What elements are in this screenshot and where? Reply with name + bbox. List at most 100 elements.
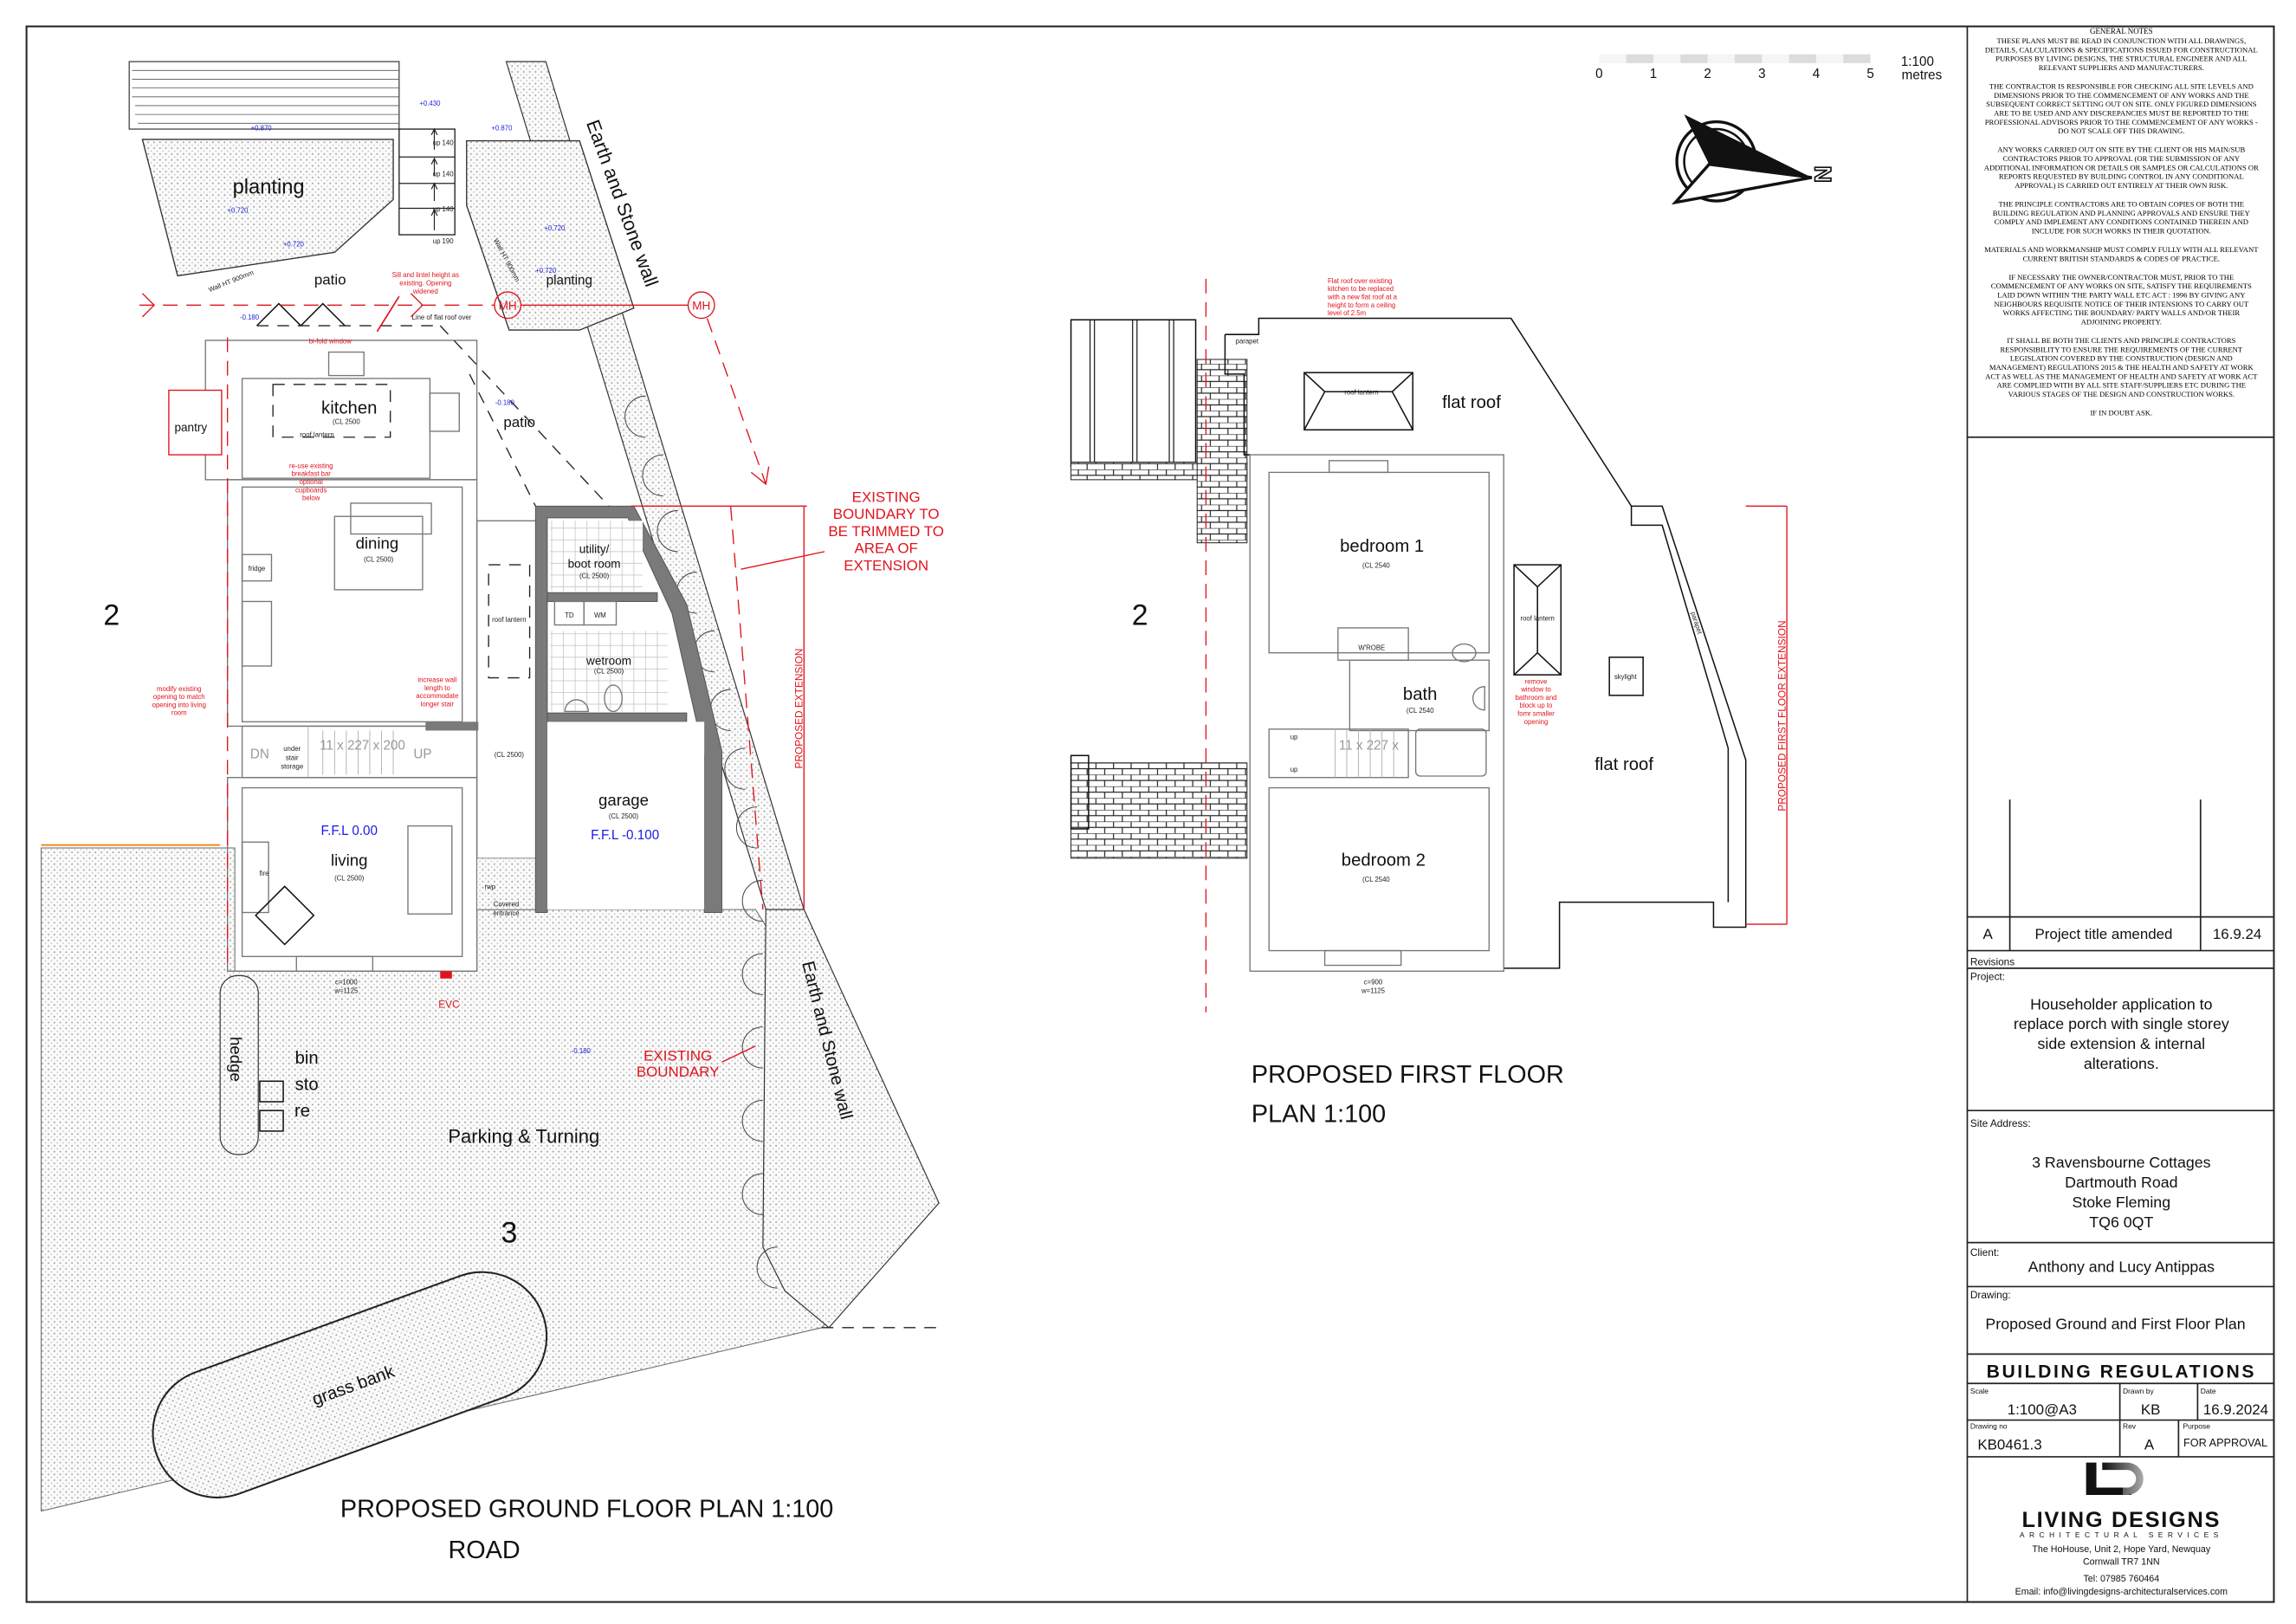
planting-bed-left <box>141 139 394 277</box>
text-line: existing. Opening <box>399 279 451 287</box>
hob-icon <box>429 392 460 432</box>
note-line: DO NOT SCALE OFF THIS DRAWING. <box>2058 126 2184 135</box>
note-line: THE PRINCIPLE CONTRACTORS ARE TO OBTAIN … <box>1999 199 2245 208</box>
drawing-no-label: Drawing no <box>1970 1422 2008 1431</box>
room-label-utility: utility/ <box>579 543 610 556</box>
evc-point <box>440 971 452 979</box>
title-block: GENERAL NOTES THESE PLANS MUST BE READ I… <box>1967 27 2274 1597</box>
project-label: Project: <box>1970 970 2005 982</box>
text-line: AREA OF <box>854 540 917 557</box>
scale-segment <box>1843 54 1871 63</box>
client-label: Client: <box>1970 1246 2000 1258</box>
bath-tub-icon <box>1414 728 1487 777</box>
proposed-extension-label: PROPOSED EXTENSION <box>793 649 805 769</box>
kitchen-inner <box>241 378 431 479</box>
room-label-flat-roof: flat roof <box>1442 393 1501 412</box>
breakfast-bar <box>350 502 432 535</box>
note-line: THE CONTRACTOR IS RESPONSIBLE FOR CHECKI… <box>1989 81 2254 90</box>
bathroom <box>1348 659 1490 732</box>
sheet-border <box>25 25 2275 1603</box>
note-line: DIMENSIONS PRIOR TO THE COMMENCEMENT OF … <box>1994 91 2249 100</box>
text-line: Flat roof over existing <box>1328 277 1392 285</box>
text-line: increase wall <box>417 676 456 684</box>
skylight-label: skylight <box>1614 673 1638 681</box>
flat-roof-outline <box>1225 317 1747 969</box>
washing-machine <box>583 600 618 626</box>
date-label: Date <box>2201 1387 2216 1395</box>
text-line: EXISTING <box>644 1048 712 1064</box>
ground-floor-plan: planting planting patio patio kitchen (C… <box>41 61 944 1564</box>
note-line: LAID DOWN WITHIN 'THE PARTY WALL ETC ACT… <box>1997 290 2246 299</box>
site-address-label: Site Address: <box>1970 1117 2031 1129</box>
note-line: ADDITIONAL INFORMATION OR DETAILS OR SAM… <box>1984 163 2259 171</box>
flat-roof-line <box>439 325 610 507</box>
text-line: breakfast bar <box>291 470 331 478</box>
text-line: The HoHouse, Unit 2, Hope Yard, Newquay <box>2032 1544 2210 1555</box>
parking-label: Parking & Turning <box>448 1125 599 1147</box>
covered-entrance <box>476 857 536 910</box>
note-line: IF NECESSARY THE OWNER/CONTRACTOR MUST, … <box>2008 273 2234 281</box>
scale-label: Scale <box>1970 1387 1989 1395</box>
ceiling-level: (CL 2500) <box>609 812 639 820</box>
window-size-label: w=1125 <box>1361 987 1385 995</box>
rev-label: Rev <box>2123 1422 2137 1431</box>
level-label: +0.870 <box>251 125 273 133</box>
drawing-no-value: KB0461.3 <box>1977 1436 2041 1453</box>
level-label: -0.180 <box>495 398 515 406</box>
parapet-label: parapet <box>1236 337 1259 345</box>
stair-treads <box>307 726 394 778</box>
first-floor-plan: flat roof flat roof bedroom 1 (CL 2540 b… <box>1070 277 1788 1129</box>
north-arrow-icon: N <box>1671 114 1837 205</box>
scale-tick-label: 1 <box>1650 67 1657 81</box>
text-line: height to form a ceiling <box>1328 301 1395 309</box>
scale-tick-label: 4 <box>1813 67 1821 81</box>
note-line: CONTRACTORS PRIOR TO APPROVAL (OR THE SU… <box>2003 154 2241 163</box>
note-line: PROFESSIONAL ADVISORS PRIOR TO THE COMME… <box>1985 118 2258 126</box>
step-label: up 140 <box>433 205 454 213</box>
wetroom-tiles <box>550 631 668 712</box>
ground-floor-plan-title: PROPOSED GROUND FLOOR PLAN 1:100 <box>340 1495 833 1523</box>
revision-description: Project title amended <box>2035 926 2173 942</box>
text-line: cupboards <box>295 486 327 494</box>
note-line: PURPOSES BY LIVING DESIGNS, THE STRUCTUR… <box>1995 55 2247 63</box>
covered-entrance-label: Covered <box>494 901 519 909</box>
opening-leader <box>376 295 400 333</box>
living-inner <box>241 786 463 958</box>
room-label-planting: planting <box>547 274 592 288</box>
scale-value: 1:100@A3 <box>2008 1401 2077 1418</box>
note-leader <box>741 551 825 570</box>
ceiling-level: (CL 2500) <box>495 751 525 759</box>
brick-chimney <box>1196 359 1248 544</box>
note-line: BUILDING REGULATION AND PLANNING APPROVA… <box>1993 209 2251 217</box>
note-line: ARE TO BE USED AND ANY DISCREPANCIES MUS… <box>1994 108 2248 117</box>
note-line: SUBSEQUENT CORRECT SETTING OUT ON SITE. … <box>1986 100 2257 108</box>
revision-date: 16.9.24 <box>2213 926 2261 942</box>
drawing-label: Drawing: <box>1970 1289 2011 1301</box>
level-label: -0.180 <box>240 314 260 321</box>
stair-up-label: up <box>1290 734 1298 741</box>
bin-store-label: bin <box>295 1049 319 1068</box>
ceiling-level: (CL 2500 <box>333 417 360 425</box>
text-line: BOUNDARY TO <box>833 506 940 522</box>
text-line: room <box>171 709 187 717</box>
note-line: MANAGEMENT) REGULATIONS 2015 & THE HEALT… <box>1989 363 2254 372</box>
manhole-label: MH <box>499 299 517 312</box>
scale-segment <box>1788 54 1817 63</box>
note-bifold: bi-fold window <box>309 337 352 345</box>
rev-value: A <box>2144 1436 2155 1453</box>
armchair-icon <box>255 885 315 946</box>
room-label-patio: patio <box>314 272 346 288</box>
stove-icon <box>241 600 273 667</box>
finished-floor-level: F.F.L 0.00 <box>320 824 378 838</box>
plot-number: 2 <box>103 599 120 632</box>
window-size-label: c=1000 <box>335 979 358 987</box>
text-line: remove <box>1525 677 1548 685</box>
note-line: REPORTS REQUESTED BY BUILDING CONTROL IN… <box>1999 172 2244 181</box>
text-line: length to <box>424 684 450 692</box>
roof-lantern-label: roof lantern <box>1344 389 1378 397</box>
under-stair-label: storage <box>281 763 303 771</box>
